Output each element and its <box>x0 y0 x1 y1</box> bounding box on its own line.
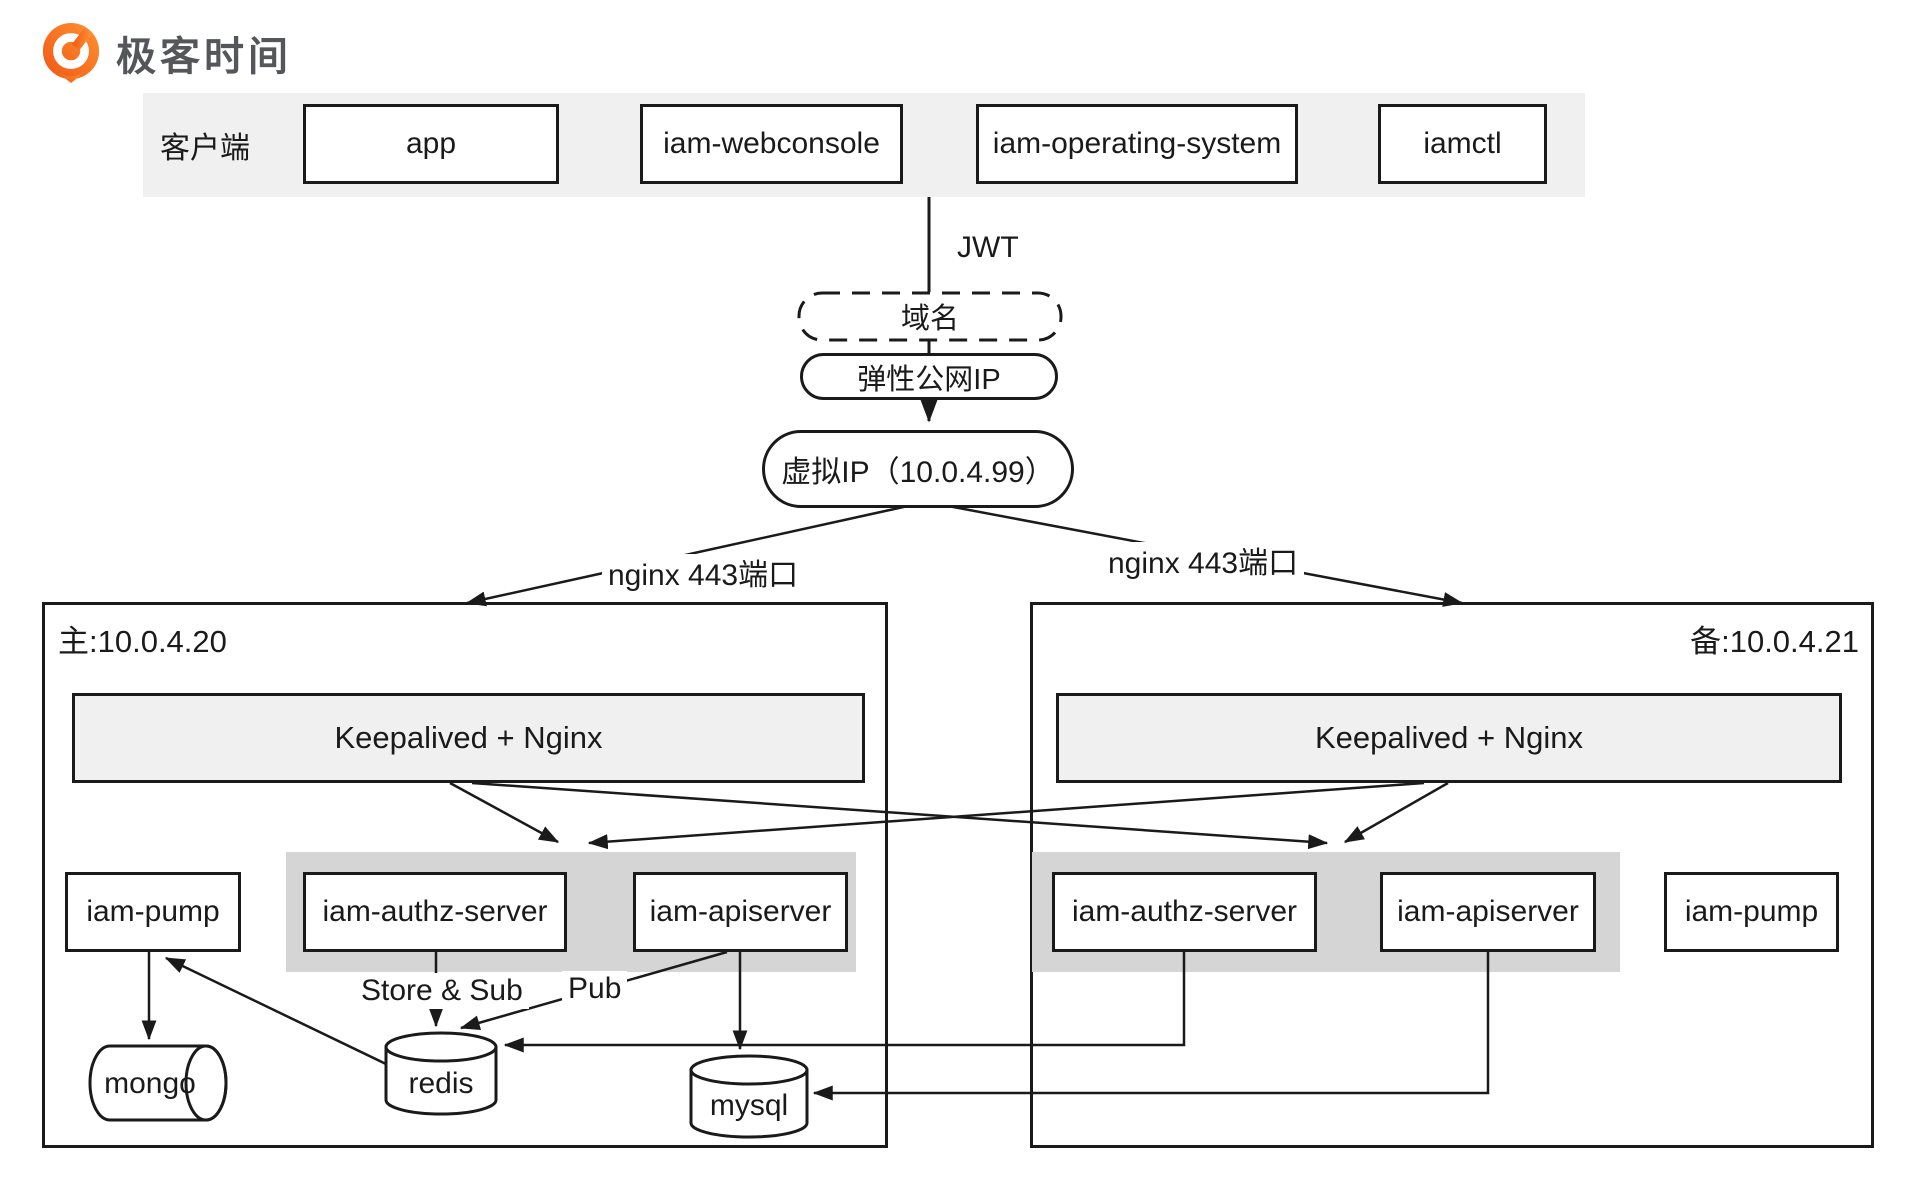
vip-stadium: 虚拟IP（10.0.4.99） <box>762 430 1074 508</box>
master-host-title: 主:10.0.4.20 <box>58 624 227 659</box>
store-sub-label: Store & Sub <box>355 973 529 1009</box>
mysql-label: mysql <box>709 1089 789 1122</box>
master-iam-apiserver-box: iam-apiserver <box>633 872 848 952</box>
backup-iam-pump-box: iam-pump <box>1664 872 1839 952</box>
master-iam-pump-box: iam-pump <box>65 872 241 952</box>
pub-label: Pub <box>562 971 628 1007</box>
domain-label: 域名 <box>900 303 959 335</box>
redis-label: redis <box>408 1067 474 1100</box>
backup-gateway-bar: Keepalived + Nginx <box>1056 693 1842 783</box>
geektime-logo-text: 极客时间 <box>116 35 292 79</box>
client-band-label: 客户端 <box>160 132 250 165</box>
backup-iam-apiserver-box: iam-apiserver <box>1380 872 1596 952</box>
geektime-logo-icon <box>42 22 100 84</box>
backup-host-title: 备:10.0.4.21 <box>1690 624 1859 659</box>
backup-iam-authz-server-box: iam-authz-server <box>1052 872 1317 952</box>
mongo-label: mongo <box>104 1067 196 1100</box>
client-box-iam-operating-system: iam-operating-system <box>976 104 1298 184</box>
client-box-app: app <box>303 104 559 184</box>
geektime-logo: 极客时间 <box>38 22 292 84</box>
master-iam-authz-server-box: iam-authz-server <box>303 872 567 952</box>
master-gateway-bar: Keepalived + Nginx <box>72 693 865 783</box>
jwt-label: JWT <box>957 231 1019 264</box>
eip-stadium: 弹性公网IP <box>800 353 1058 400</box>
nginx-port-label-right: nginx 443端口 <box>1102 542 1305 580</box>
client-box-iamctl: iamctl <box>1378 104 1547 184</box>
client-box-iam-webconsole: iam-webconsole <box>640 104 903 184</box>
nginx-port-label-left: nginx 443端口 <box>602 554 805 592</box>
